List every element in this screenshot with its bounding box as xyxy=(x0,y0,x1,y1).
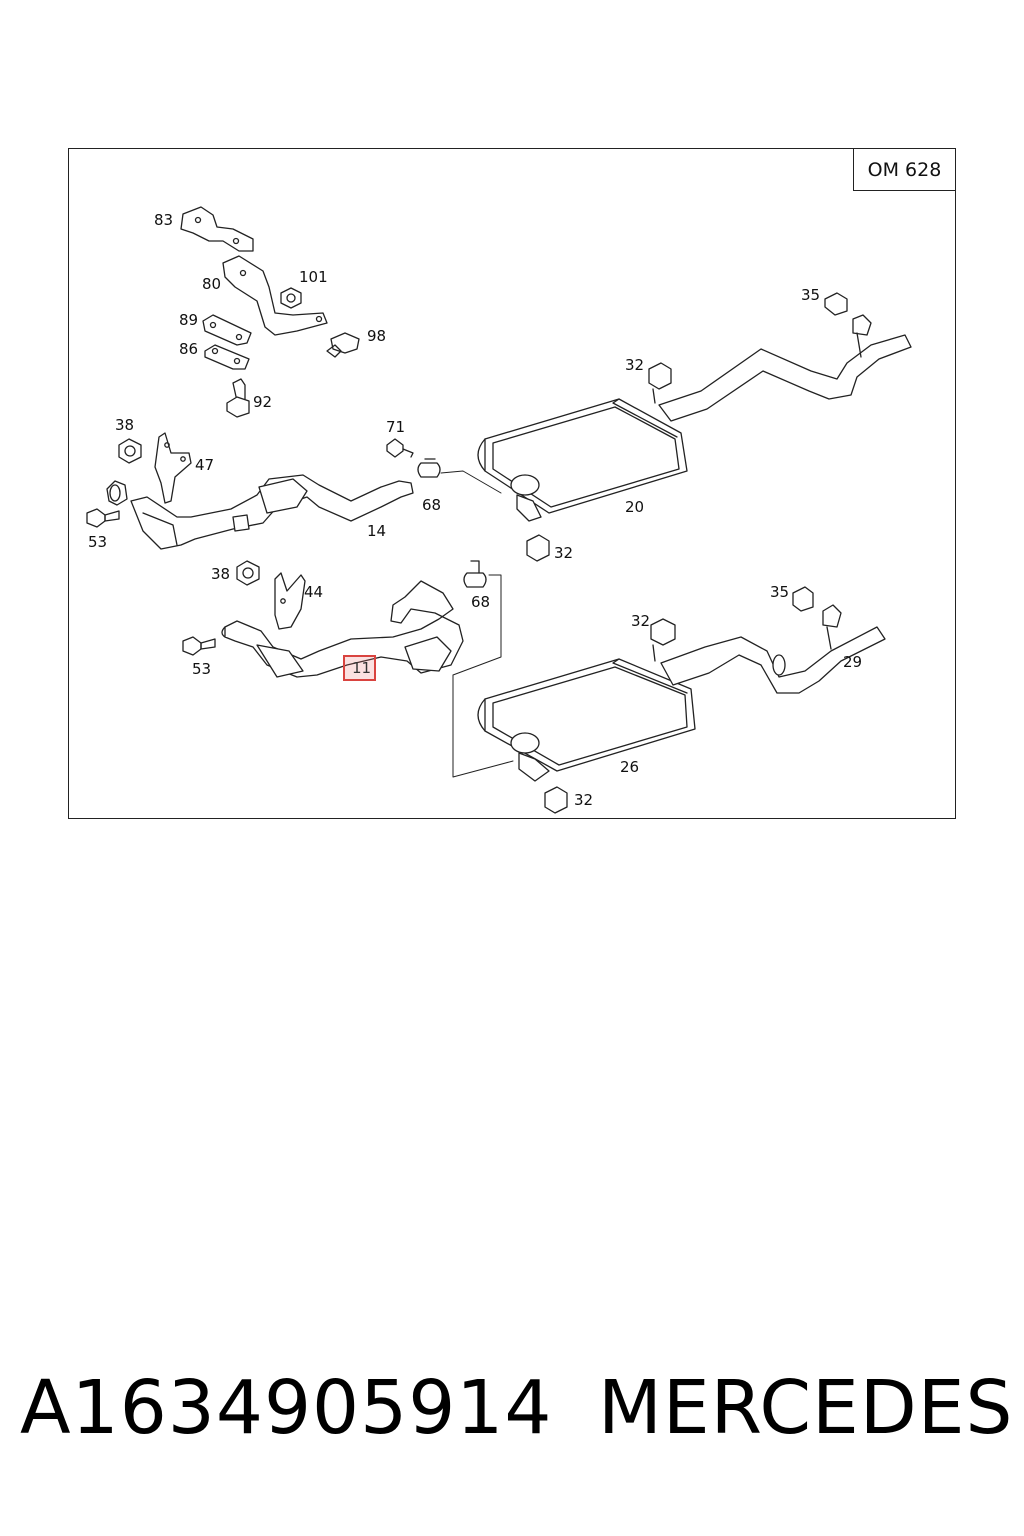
callout-14: 14 xyxy=(367,522,387,540)
callout-35-upper: 35 xyxy=(801,286,821,304)
callout-71: 71 xyxy=(386,418,406,436)
callout-68-upper: 68 xyxy=(422,496,442,514)
callout-20: 20 xyxy=(625,498,645,516)
brand-name: MERCEDES xyxy=(598,1365,1014,1451)
callout-53-upper: 53 xyxy=(88,533,108,551)
callout-92: 92 xyxy=(253,393,273,411)
footer: A1634905914 MERCEDES xyxy=(0,1365,1024,1475)
callout-86: 86 xyxy=(179,340,199,358)
callout-101: 101 xyxy=(299,268,328,286)
engine-code-label: OM 628 xyxy=(853,149,955,191)
callout-32-mid: 32 xyxy=(554,544,574,562)
callout-47: 47 xyxy=(195,456,215,474)
callout-11-highlighted[interactable]: 11 xyxy=(343,655,376,681)
exhaust-parts-illustration xyxy=(86,206,912,814)
callout-68-lower: 68 xyxy=(471,593,491,611)
part-number: A1634905914 xyxy=(20,1365,553,1451)
callout-53-lower: 53 xyxy=(192,660,212,678)
callout-32-top: 32 xyxy=(625,356,645,374)
callout-26: 26 xyxy=(620,758,640,776)
callout-38-lower: 38 xyxy=(211,565,231,583)
callout-32-third: 32 xyxy=(631,612,651,630)
callout-83: 83 xyxy=(154,211,174,229)
callout-98: 98 xyxy=(367,327,387,345)
exhaust-system-diagram: OM 628 83 80 101 89 98 86 92 38 47 71 53… xyxy=(68,148,956,819)
callout-38-upper: 38 xyxy=(115,416,135,434)
callout-89: 89 xyxy=(179,311,199,329)
callout-32-bottom: 32 xyxy=(574,791,594,809)
callout-29: 29 xyxy=(843,653,863,671)
callout-80: 80 xyxy=(202,275,222,293)
callout-44: 44 xyxy=(304,583,324,601)
callout-35-lower: 35 xyxy=(770,583,790,601)
